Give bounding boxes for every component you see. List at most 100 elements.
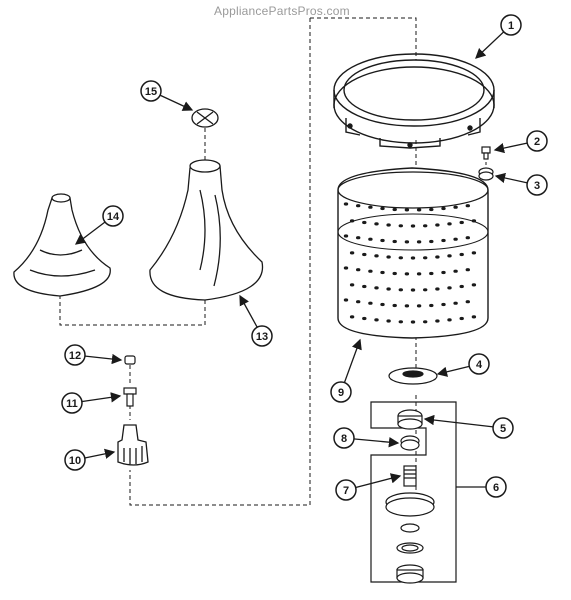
basket-hole <box>374 318 379 322</box>
basket-hole <box>380 302 385 307</box>
agitator-barrel-part <box>149 159 264 301</box>
basket-hole <box>453 301 458 305</box>
small-cap-part <box>124 355 136 365</box>
callout-11: 11 <box>61 392 122 414</box>
basket-hole <box>471 283 477 287</box>
callout-number: 11 <box>66 398 78 410</box>
callout-circle <box>64 449 86 471</box>
callout-1: 1 <box>475 14 522 59</box>
callout-number: 2 <box>534 136 540 148</box>
basket-holes <box>343 202 477 324</box>
basket-hole <box>435 255 440 259</box>
callout-14: 14 <box>74 205 124 245</box>
drive-bell-part <box>117 424 149 466</box>
basket-hole <box>356 236 361 240</box>
callout-3: 3 <box>494 172 548 196</box>
basket-hole <box>441 302 446 307</box>
basket-hole <box>368 237 373 241</box>
basket-hole <box>343 234 349 238</box>
basket-hole <box>423 256 428 260</box>
callout-number: 5 <box>500 423 506 435</box>
basket-hole <box>374 222 379 226</box>
basket-hole <box>453 269 458 273</box>
basket-hole <box>386 319 391 323</box>
spline-shaft-part <box>403 465 417 487</box>
callout-5: 5 <box>423 414 514 439</box>
callout-number: 13 <box>256 331 268 343</box>
nut-part <box>400 435 420 451</box>
basket-hole <box>380 238 385 243</box>
basket-hole <box>423 320 428 324</box>
basket-hole <box>447 254 452 258</box>
callout-10: 10 <box>64 448 116 471</box>
basket-hole <box>410 256 416 260</box>
basket-hole <box>368 269 373 273</box>
basket-hole <box>349 219 355 223</box>
basket-hole <box>380 270 385 275</box>
basket-hole <box>349 283 355 287</box>
callout-number: 1 <box>508 20 514 32</box>
callout-number: 10 <box>69 455 81 467</box>
basket-hole <box>404 240 410 244</box>
bolt-part <box>481 146 491 160</box>
basket-hole <box>404 304 410 308</box>
basket-hole <box>447 222 452 226</box>
callout-number: 6 <box>493 482 499 494</box>
basket-hole <box>429 271 434 276</box>
basket-hole <box>410 320 416 324</box>
basket-hole <box>423 224 428 228</box>
callout-circle <box>485 476 507 498</box>
callout-circle <box>468 353 490 375</box>
basket-hole <box>453 237 458 241</box>
watermark-text: AppliancePartsPros.com <box>214 4 350 18</box>
callout-number: 8 <box>341 433 347 445</box>
basket-hole <box>459 252 464 257</box>
callout-number: 4 <box>476 359 483 371</box>
basket-hole <box>435 319 440 323</box>
callout-12: 12 <box>64 344 123 366</box>
basket-hole <box>386 255 391 259</box>
basket-hole <box>441 270 446 275</box>
basket-hole <box>343 202 349 206</box>
agitator-skirt-part <box>13 193 111 297</box>
basket-hole <box>459 316 464 321</box>
callout-13: 13 <box>239 294 273 347</box>
basket-hole <box>362 220 367 225</box>
basket-hole <box>398 288 403 292</box>
callout-leader-line <box>423 414 504 429</box>
perforated-basket-part <box>337 167 489 339</box>
basket-hole <box>471 219 477 223</box>
tub-ring-part <box>333 53 495 149</box>
basket-hole <box>441 206 446 211</box>
basket-hole <box>343 298 349 302</box>
basket-hole <box>349 251 355 255</box>
basket-hole <box>423 288 428 292</box>
basket-hole <box>429 239 434 244</box>
basket-hole <box>392 303 397 308</box>
basket-hole <box>386 287 391 291</box>
basket-hole <box>362 252 367 257</box>
callout-circle <box>251 325 273 347</box>
basket-hole <box>435 223 440 227</box>
callout-number: 7 <box>343 485 349 497</box>
callout-circle <box>64 344 86 366</box>
callout-15: 15 <box>140 80 194 111</box>
basket-hole <box>362 316 367 321</box>
basket-hole <box>416 240 422 244</box>
callout-7: 7 <box>335 473 402 501</box>
basket-hole <box>465 236 470 240</box>
callout-6: 6 <box>456 476 507 498</box>
callout-circle <box>526 174 548 196</box>
basket-hole <box>416 272 422 276</box>
basket-hole <box>398 256 403 260</box>
basket-hole <box>374 286 379 290</box>
callout-circle <box>102 205 124 227</box>
seal-part <box>397 409 423 430</box>
callout-number: 12 <box>69 350 81 362</box>
callout-circle <box>333 427 355 449</box>
basket-hole <box>410 288 416 292</box>
basket-hole <box>429 303 434 308</box>
basket-hole <box>471 251 477 255</box>
